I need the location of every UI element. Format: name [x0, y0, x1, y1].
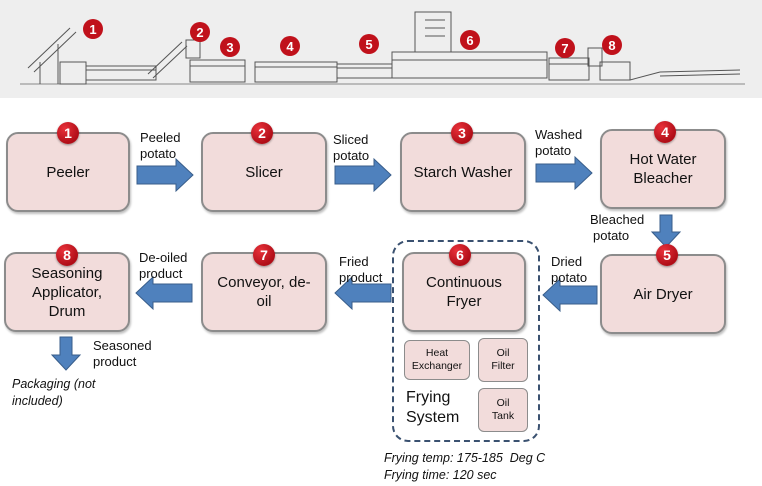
flow-seasoned-line-2: product: [93, 354, 137, 369]
strip-background: [0, 0, 762, 98]
flow-peeled-line-1: Peeled: [140, 130, 181, 145]
strip-badge-5: 5: [365, 37, 372, 52]
flow-label-seasoned: Seasoned product: [93, 338, 152, 370]
step-air-dryer: Air Dryer: [600, 254, 726, 334]
step-slicer-label: Slicer: [245, 163, 283, 181]
machinery-drawings: [20, 11, 745, 85]
oil-tank-line-2: Tank: [491, 410, 515, 422]
arrow-seasoning-to-packaging: [50, 336, 82, 371]
oil-filter-line-1: Oil: [496, 347, 510, 359]
flow-washed-line-2: potato: [535, 143, 572, 158]
flow-dried-line-1: Dried: [551, 254, 583, 269]
step-air-dryer-label: Air Dryer: [633, 285, 693, 303]
strip-badge-8: 8: [608, 38, 615, 53]
step-badge-7: 7: [253, 244, 275, 266]
oil-tank-box: Oil Tank: [478, 388, 528, 432]
flow-label-bleached: Bleached potato: [590, 212, 644, 244]
heat-exchanger-line-2: Exchanger: [411, 360, 463, 372]
step-conveyor-line-1: Conveyor, de-: [217, 274, 311, 291]
flow-deoiled-line-1: De-oiled: [139, 250, 188, 265]
flow-sliced-line-1: Sliced: [333, 132, 369, 147]
frying-time-note: Frying time: 120 sec: [384, 468, 497, 482]
step-starch-washer-label: Starch Washer: [413, 163, 513, 181]
frying-system-line-2: System: [406, 409, 460, 426]
oil-filter-line-2: Filter: [491, 360, 515, 372]
step-slicer: Slicer: [201, 132, 327, 212]
flow-label-deoiled: De-oiled product: [139, 250, 187, 282]
strip-badges: 1 2 3 4 5 6 7 8: [83, 19, 622, 58]
step-seasoning-line-1: Seasoning: [31, 264, 103, 282]
step-starch-washer: Starch Washer: [400, 132, 526, 212]
strip-badge-4: 4: [286, 39, 294, 54]
strip-badge-6: 6: [466, 33, 473, 48]
step-seasoning-line-2: Applicator,: [31, 283, 103, 301]
step-seasoning-line-3: Drum: [48, 302, 86, 320]
flow-label-peeled: Peeled potato: [140, 130, 180, 162]
step-badge-6: 6: [449, 244, 471, 266]
step-conveyor-line-2: oil: [256, 293, 272, 310]
strip-badge-3: 3: [226, 40, 233, 55]
frying-parameters-note: Frying temp: 175-185 Deg C Frying time: …: [384, 450, 545, 484]
frying-system-group: [392, 240, 540, 442]
frying-system-label: Frying System: [406, 388, 459, 428]
arrow-bleacher-to-dryer: [650, 214, 682, 248]
step-badge-1: 1: [57, 122, 79, 144]
flow-seasoned-line-1: Seasoned: [93, 338, 152, 353]
packaging-note-line-1: Packaging (not: [12, 377, 96, 391]
flow-label-washed: Washed potato: [535, 127, 582, 159]
heat-exchanger-box: Heat Exchanger: [404, 340, 470, 380]
step-fryer-line-1: Continuous: [426, 274, 502, 291]
oil-filter-box: Oil Filter: [478, 338, 528, 382]
step-peeler: Peeler: [6, 132, 130, 212]
step-badge-2: 2: [251, 122, 273, 144]
step-bleacher-line-1: Hot Water: [629, 151, 697, 168]
flow-fried-text: Fried product: [339, 254, 383, 285]
strip-badge-2: 2: [196, 25, 203, 40]
step-badge-8: 8: [56, 244, 78, 266]
step-hot-water-bleacher: Hot Water Bleacher: [600, 129, 726, 209]
strip-badge-7: 7: [561, 41, 568, 56]
step-badge-4: 4: [654, 121, 676, 143]
flow-peeled-line-2: potato: [140, 146, 177, 161]
step-continuous-fryer: Continuous Fryer: [402, 252, 526, 332]
step-badge-5: 5: [656, 244, 678, 266]
flow-bleached-line-2: potato: [593, 228, 630, 243]
strip-badge-1: 1: [89, 22, 96, 37]
flow-label-dried: Dried potato: [551, 254, 587, 286]
oil-tank-line-1: Oil: [496, 397, 510, 409]
flow-deoiled-line-2: product: [139, 266, 183, 281]
flow-sliced-line-2: potato: [333, 148, 370, 163]
step-peeler-label: Peeler: [46, 163, 90, 181]
packaging-note-line-2: included): [12, 394, 63, 408]
packaging-note: Packaging (not included): [12, 376, 95, 410]
heat-exchanger-line-1: Heat: [425, 347, 449, 359]
flow-bleached-line-1: Bleached: [590, 212, 645, 227]
flow-dried-line-2: potato: [551, 270, 588, 285]
step-fryer-line-2: Fryer: [446, 293, 482, 310]
flow-label-sliced: Sliced potato: [333, 132, 369, 164]
arrow-washer-to-bleacher: [535, 155, 593, 191]
frying-system-line-1: Frying: [406, 389, 451, 406]
step-bleacher-line-2: Bleacher: [633, 170, 693, 187]
flow-label-fried: Fried product: [339, 254, 389, 286]
step-badge-3: 3: [451, 122, 473, 144]
frying-temp-note: Frying temp: 175-185 Deg C: [384, 451, 546, 465]
arrow-peeler-to-slicer: [136, 157, 194, 193]
flow-washed-line-1: Washed: [535, 127, 583, 142]
production-line-illustration: 1 2 3 4 5 6 7 8: [0, 0, 762, 98]
